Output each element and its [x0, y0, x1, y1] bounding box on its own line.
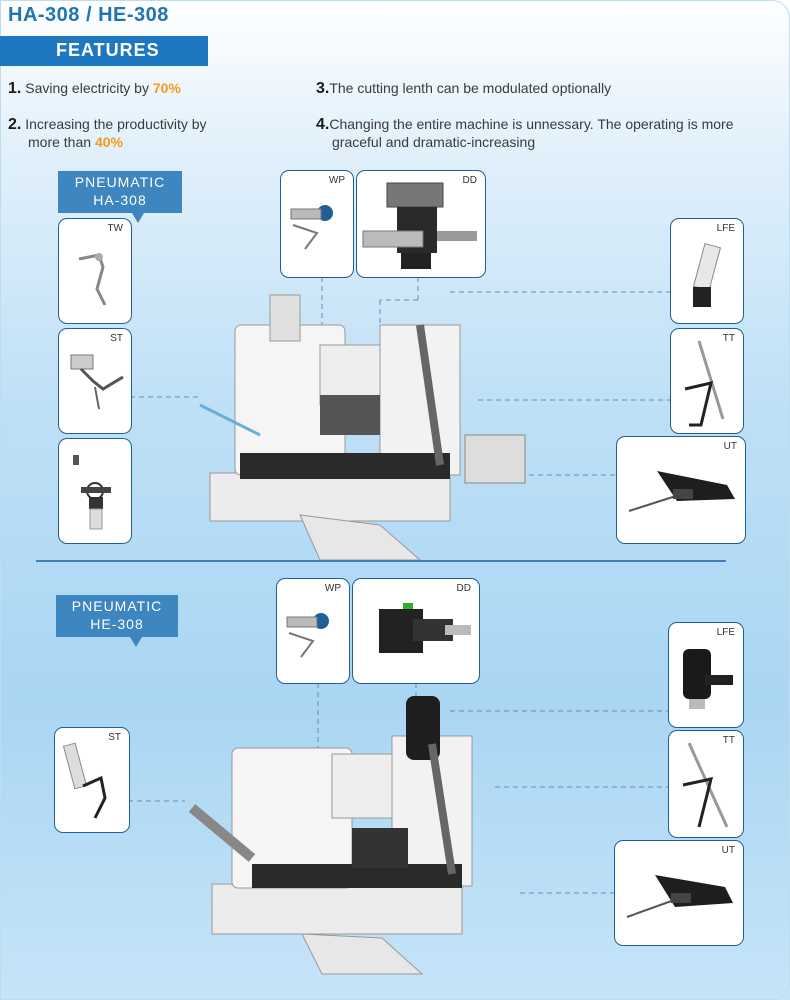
part-box-dd-1: DD: [356, 170, 486, 278]
side-trimmer-icon-2: [62, 742, 107, 819]
thread-trimmer-icon-2: [682, 742, 729, 828]
work-puller-icon: [290, 205, 333, 250]
under-trimmer-icon: [628, 471, 735, 512]
callout-he-308: PNEUMATIC HE-308: [56, 595, 178, 647]
air-regulator-icon: [73, 455, 111, 530]
work-puller-icon-2: [286, 613, 329, 658]
part-box-ut-1: UT: [616, 436, 746, 544]
callout-ha-308: PNEUMATIC HA-308: [58, 171, 182, 223]
part-box-st-2: ST: [54, 727, 130, 833]
part-box-tw: TW: [58, 218, 132, 324]
feature-2-continued: more than 40%: [28, 134, 123, 150]
part-box-lfe-1: LFE: [670, 218, 744, 324]
part-box-tt-1: TT: [670, 328, 744, 434]
lfe-cylinder-icon-2: [683, 649, 733, 709]
section-divider: [36, 560, 726, 562]
part-box-ut-2: UT: [614, 840, 744, 946]
side-trimmer-icon: [70, 354, 124, 410]
feature-2: 2. Increasing the productivity by: [8, 116, 207, 133]
feature-4: 4.Changing the entire machine is unnessa…: [316, 116, 734, 133]
under-trimmer-icon-2: [626, 875, 733, 918]
page-title: HA-308 / HE-308: [8, 4, 169, 26]
he-308-machine-illustration: [188, 696, 473, 975]
part-box-lfe-2: LFE: [668, 622, 744, 728]
part-box-tt-2: TT: [668, 730, 744, 838]
part-box-air-regulator: [58, 438, 132, 544]
feature-4-continued: graceful and dramatic-increasing: [332, 134, 536, 150]
features-label: FEATURES: [56, 40, 160, 60]
direct-drive-icon-2: [379, 603, 471, 653]
part-box-dd-2: DD: [352, 578, 480, 684]
direct-drive-icon: [362, 182, 477, 269]
thread-trimmer-icon: [684, 340, 725, 427]
features-bar: FEATURES: [0, 36, 208, 66]
thread-wiper-icon: [78, 253, 107, 306]
part-box-st: ST: [58, 328, 132, 434]
part-box-wp-1: WP: [280, 170, 354, 278]
part-box-wp-2: WP: [276, 578, 350, 684]
feature-3: 3.The cutting lenth can be modulated opt…: [316, 80, 612, 97]
ha-308-machine-illustration: [199, 294, 526, 561]
lfe-cylinder-icon: [692, 243, 722, 307]
feature-1: 1. Saving electricity by 70%: [8, 80, 181, 97]
